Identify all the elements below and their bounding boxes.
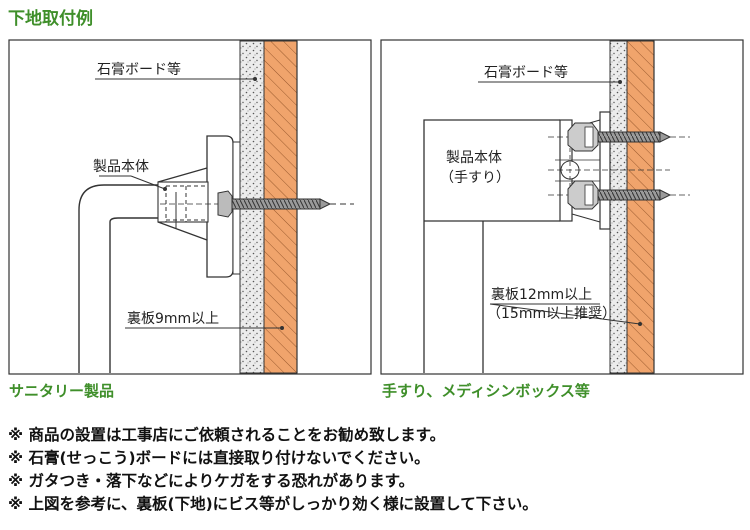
left-label-backing: 裏板9mm以上 xyxy=(127,310,219,327)
note-item: ※ 商品の設置は工事店にご依頼されることをお勧め致します。 xyxy=(8,426,446,444)
left-diagram: 石膏ボード等 製品本体 裏板9mm以上 xyxy=(8,39,372,375)
right-label-board: 石膏ボード等 xyxy=(484,64,568,81)
right-label-body-2: （手すり） xyxy=(440,170,510,186)
right-plaster-board xyxy=(609,40,628,374)
right-label-backing-1: 裏板12mm以上 xyxy=(491,286,592,303)
right-handrail-body xyxy=(423,119,560,373)
right-lower-screw-shaft xyxy=(597,189,661,201)
left-label-board: 石膏ボード等 xyxy=(97,61,181,78)
page-title: 下地取付例 xyxy=(8,9,93,29)
right-caption: 手すり、メディシンボックス等 xyxy=(382,382,590,400)
note-item: ※ 上図を参考に、裏板(下地)にビス等がしっかり効く様に設置して下さい。 xyxy=(8,495,538,513)
right-lower-screw-head xyxy=(567,180,599,210)
note-item: ※ ガタつき・落下などによりケガをする恐れがあります。 xyxy=(8,472,415,490)
right-label-body-1: 製品本体 xyxy=(446,150,502,166)
note-item: ※ 石膏(せっこう)ボードには直接取り付けないでください。 xyxy=(8,449,430,467)
left-screw-head xyxy=(217,190,233,218)
right-upper-screw-shaft xyxy=(597,131,661,143)
left-label-body: 製品本体 xyxy=(93,159,149,175)
left-screw-shaft xyxy=(231,198,321,210)
right-label-backing-2: （15mm以上推奨） xyxy=(487,306,616,322)
notes-list: ※ 商品の設置は工事店にご依頼されることをお勧め致します。 ※ 石膏(せっこう)… xyxy=(8,424,538,516)
right-diagram: 石膏ボード等 製品本体 （手すり） 裏板12mm以上 （15mm以上推奨） xyxy=(380,39,744,375)
left-caption: サニタリー製品 xyxy=(9,382,115,400)
right-upper-screw-head xyxy=(567,122,599,152)
